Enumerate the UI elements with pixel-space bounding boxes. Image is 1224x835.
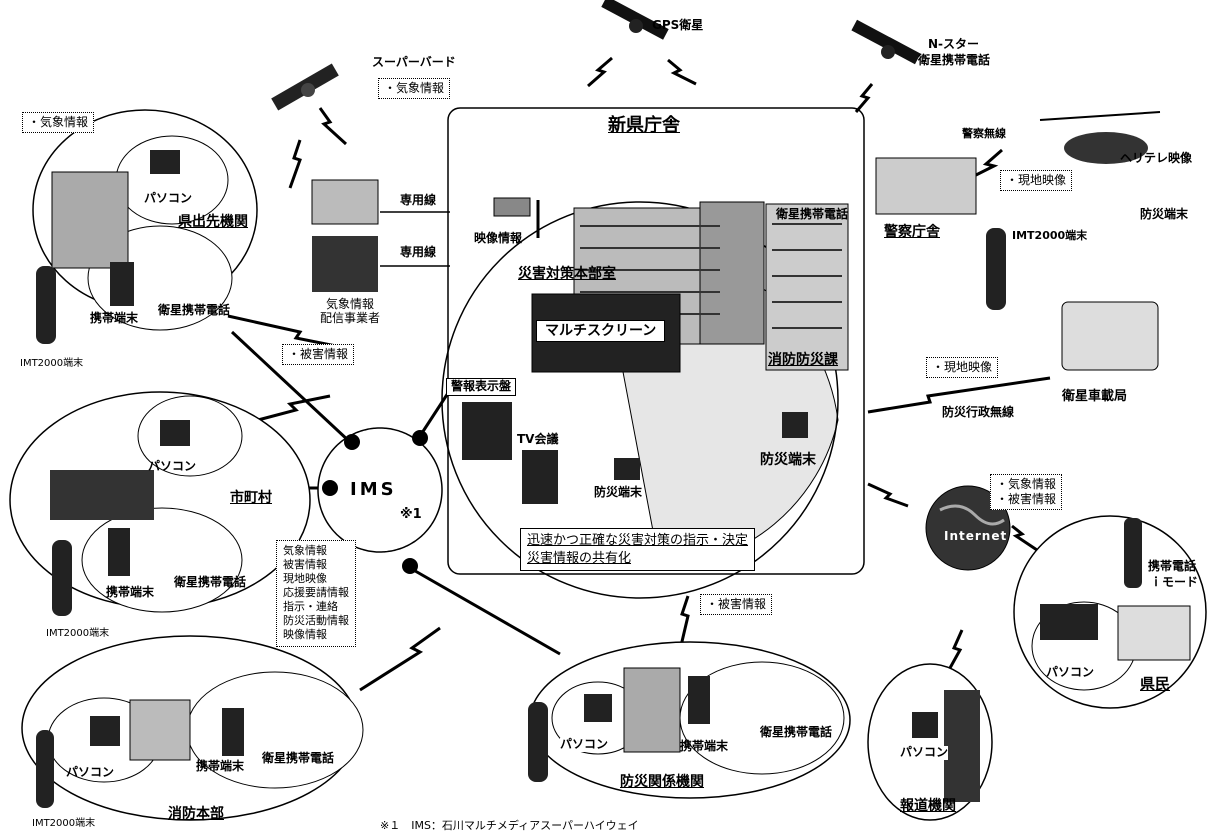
gps-satellite-label: GPS衛星 (652, 18, 704, 32)
hq-caption: 迅速かつ正確な災害対策の指示・決定 災害情報の共有化 (520, 528, 756, 572)
info-item: 現地映像 (283, 572, 327, 586)
weather-callout-left: ・気象情報 (22, 112, 95, 133)
pref-pc-label: パソコン (144, 191, 193, 205)
warning-panel-icon (462, 402, 512, 460)
pref-satphone-label: 衛星携帯電話 (158, 303, 231, 317)
resident-phone-line1: 携帯電話 (1148, 559, 1197, 573)
local-video-callout-police: ・現地映像 (1000, 170, 1073, 191)
info-item: 被害情報 (283, 558, 327, 572)
info-item: 映像情報 (283, 628, 327, 642)
disaster-hq-room-label: 災害対策本部室 (518, 266, 616, 282)
related-mobile-label: 携帯端末 (680, 739, 729, 753)
fire-dept-section-label: 消防防災課 (768, 352, 838, 368)
dedicated-line-1: 専用線 (400, 193, 437, 207)
press-name: 報道機関 (900, 798, 956, 814)
firehq-pc-label: パソコン (66, 765, 115, 779)
internet-label: Internet (944, 529, 1008, 543)
weather-provider-line2: 配信事業者 (320, 310, 381, 325)
ims-label: IMS (350, 479, 397, 500)
nstar-label-1: N-スター (928, 37, 980, 51)
police-radio-label: 警察無線 (962, 127, 1006, 140)
police-terminal-label: 防災端末 (1140, 207, 1189, 221)
muni-name: 市町村 (230, 490, 272, 506)
superbird-label: スーパーバード (372, 55, 456, 69)
pref-mobile-label: 携帯端末 (90, 311, 139, 325)
resident-phone-line2: ｉモード (1150, 575, 1199, 589)
related-pc-label: パソコン (560, 737, 609, 752)
weather-provider-label: 気象情報 配信事業者 (320, 297, 381, 326)
video-info-label: 映像情報 (474, 231, 523, 245)
pref-imt-label: IMT2000端末 (20, 358, 84, 369)
firehq-mobile-label: 携帯端末 (196, 759, 245, 773)
pref-office-name: 県出先機関 (178, 214, 248, 230)
residents-name: 県民 (1140, 675, 1171, 693)
house-icon (1117, 605, 1191, 661)
footnote: ※１ IMS：石川マルチメディアスーパーハイウェイ (380, 819, 639, 832)
vehicle-name: 衛星車載局 (1062, 389, 1128, 404)
tv-conference-icon (522, 450, 558, 504)
damage-callout-bottom: ・被害情報 (700, 594, 773, 615)
press-pc-label: パソコン (900, 745, 949, 760)
related-satphone-label: 衛星携帯電話 (760, 725, 833, 739)
muni-mobile-label: 携帯端末 (106, 585, 155, 599)
muni-imt-label: IMT2000端末 (46, 628, 110, 639)
hq-terminal-center-label: 防災端末 (594, 485, 643, 499)
police-name: 警察庁舎 (884, 224, 940, 240)
prefecture-building-icon (51, 171, 129, 269)
weather-satellite-station-icon (311, 179, 379, 225)
info-item: 指示・連絡 (283, 600, 338, 614)
muni-satphone-label: 衛星携帯電話 (174, 575, 247, 589)
heli-video-label: ヘリテレ映像 (1120, 151, 1193, 165)
hq-title: 新県庁舎 (608, 115, 680, 136)
firehq-satphone-label: 衛星携帯電話 (262, 751, 335, 765)
local-video-callout-vehicle: ・現地映像 (926, 357, 999, 378)
helicopter-icon (1064, 132, 1148, 164)
muni-pc-label: パソコン (148, 459, 197, 473)
related-orgs-name: 防災関係機関 (620, 774, 704, 790)
hq-caption-line2: 災害情報の共有化 (527, 550, 632, 566)
weather-provider-line1: 気象情報 (326, 297, 375, 311)
nstar-label-2: 衛星携帯電話 (918, 53, 991, 67)
ims-circle (317, 427, 443, 553)
weather-provider-building-icon (312, 236, 378, 292)
resident-pc-label: パソコン (1046, 665, 1095, 679)
warning-panel-label: 警報表示盤 (446, 378, 517, 396)
firehq-name: 消防本部 (168, 806, 224, 822)
shared-info-list: 気象情報 被害情報 現地映像 応援要請情報 指示・連絡 防災活動情報 映像情報 (276, 540, 356, 647)
multiscreen-label: マルチスクリーン (536, 320, 666, 343)
press-building-icon (944, 690, 980, 802)
internet-info-callout: ・気象情報 ・被害情報 (990, 474, 1063, 510)
admin-radio-label: 防災行政無線 (942, 405, 1015, 419)
dedicated-line-2: 専用線 (400, 245, 437, 259)
internet-info-damage: ・被害情報 (996, 492, 1057, 506)
municipality-building-icon (50, 470, 154, 520)
ims-nodes (322, 430, 428, 574)
fire-hq-building-icon (129, 699, 191, 761)
police-imt-label: IMT2000端末 (1012, 229, 1088, 242)
weather-callout-top: ・気象情報 (378, 78, 451, 99)
gps-satellite-icon (601, 0, 669, 40)
ims-note-mark: ※1 (400, 507, 422, 522)
satellite-vehicle-icon (1061, 301, 1159, 371)
camera-icon (493, 197, 531, 217)
info-item: 応援要請情報 (283, 586, 349, 600)
damage-callout-left: ・被害情報 (282, 344, 355, 365)
related-orgs-building-icon (623, 667, 681, 753)
wireless-links (75, 56, 1051, 692)
hq-satphone-label: 衛星携帯電話 (776, 207, 849, 221)
firehq-imt-label: IMT2000端末 (32, 818, 96, 829)
superbird-satellite-icon (271, 63, 339, 111)
info-item: 気象情報 (283, 544, 327, 557)
nstar-satellite-icon (851, 19, 921, 65)
hq-terminal-right-label: 防災端末 (760, 452, 816, 468)
info-item: 防災活動情報 (283, 614, 349, 628)
police-building-icon (875, 157, 977, 215)
internet-info-weather: ・気象情報 (996, 477, 1057, 491)
hq-caption-line1: 迅速かつ正確な災害対策の指示・決定 (527, 533, 749, 548)
imt-phone-icon (36, 266, 56, 344)
tv-conference-label: TV会議 (514, 432, 562, 448)
